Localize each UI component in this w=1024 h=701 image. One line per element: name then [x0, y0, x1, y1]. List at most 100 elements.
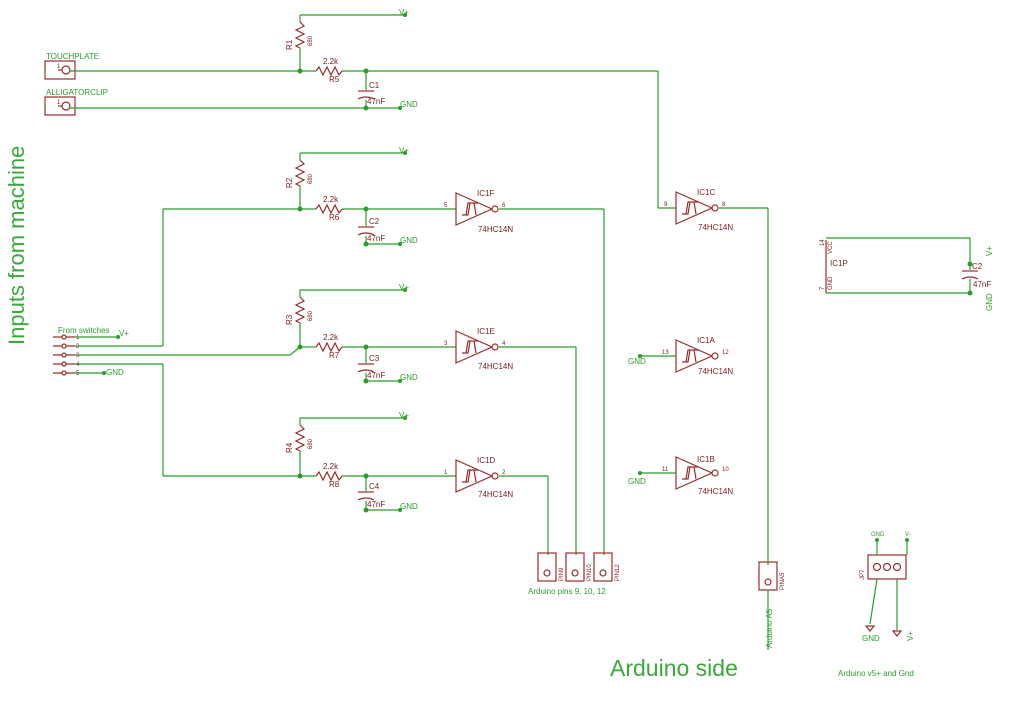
r4-resistor	[294, 424, 306, 452]
ic1f-inverter	[455, 192, 499, 226]
svg-text:74HC14N: 74HC14N	[698, 487, 733, 496]
gnd-label: GND	[400, 100, 418, 109]
r1-resistor	[294, 21, 306, 49]
r1-label: R1	[285, 39, 294, 50]
svg-text:12: 12	[722, 350, 729, 356]
svg-text:C2: C2	[972, 262, 983, 271]
svg-text:14: 14	[820, 239, 826, 246]
svg-text:2: 2	[76, 344, 80, 350]
c3-label: C3	[369, 354, 380, 363]
from-switches-label: From switches	[58, 326, 110, 335]
ic1d-label: IC1D	[477, 456, 495, 465]
r3-resistor	[294, 296, 306, 324]
arduino-side-title: Arduino side	[610, 655, 738, 681]
alligatorclip-connector: 1 ALLIGATORCLIP	[44, 88, 108, 116]
svg-text:9: 9	[664, 202, 668, 208]
svg-text:V+: V+	[119, 329, 129, 338]
r5-resistor	[315, 65, 343, 77]
ic1b-label: IC1B	[697, 455, 715, 464]
ic1f-label: IC1F	[477, 189, 494, 198]
svg-text:6: 6	[502, 203, 506, 209]
svg-text:680: 680	[308, 35, 314, 46]
svg-text:V+: V+	[399, 411, 409, 420]
svg-text:1: 1	[76, 335, 80, 341]
svg-text:11: 11	[662, 467, 669, 473]
svg-text:680: 680	[308, 438, 314, 449]
r7-label: R7	[329, 351, 340, 360]
svg-text:VCC: VCC	[828, 241, 834, 254]
svg-text:680: 680	[308, 173, 314, 184]
r2-label: R2	[285, 177, 294, 188]
touchplate-connector: 1 TOUCHPLATE	[44, 52, 99, 80]
svg-text:GND: GND	[862, 634, 880, 643]
arduino-a5-label: Arduino A5	[765, 608, 774, 648]
svg-text:3: 3	[444, 341, 448, 347]
section-switch-3: V+ GND R4 680 2.2k R8 C4 47nF IC1D 74HC1…	[163, 411, 549, 555]
svg-text:4: 4	[502, 341, 506, 347]
r3-label: R3	[285, 314, 294, 325]
c2-capacitor	[357, 226, 375, 236]
r7-resistor	[315, 341, 343, 353]
svg-text:13: 13	[662, 350, 669, 356]
svg-text:74HC14N: 74HC14N	[478, 362, 513, 371]
svg-text:GND: GND	[400, 502, 418, 511]
svg-text:47nF: 47nF	[367, 371, 385, 380]
c2-label: C2	[369, 217, 380, 226]
svg-text:2: 2	[502, 470, 506, 476]
svg-text:PIN12: PIN12	[615, 564, 621, 581]
c4-label: C4	[369, 482, 380, 491]
svg-text:3: 3	[76, 353, 80, 359]
svg-text:1: 1	[57, 64, 61, 70]
arduino-pins-connector: PIN9 PIN10 PIN12 Arduino pins 9, 10, 12	[528, 552, 621, 596]
section-switch-2: V+ GND R3 680 2.2k R7 C3 47nF IC1E 74HC1…	[285, 283, 577, 555]
svg-text:PIN9: PIN9	[559, 567, 565, 581]
r5-label: R5	[329, 75, 340, 84]
svg-text:74HC14N: 74HC14N	[698, 223, 733, 232]
c4-capacitor	[357, 491, 375, 501]
svg-text:74HC14N: 74HC14N	[478, 225, 513, 234]
jp7-connector: JP7 GND V- GND V+ Arduino v5+ and Gnd	[838, 532, 915, 678]
svg-text:GND: GND	[628, 477, 646, 486]
r8-label: R8	[329, 480, 340, 489]
svg-text:V+: V+	[399, 283, 409, 292]
ic1c-inverter	[675, 191, 719, 225]
svg-text:1: 1	[444, 470, 448, 476]
svg-text:5: 5	[444, 203, 448, 209]
svg-text:2.2k: 2.2k	[323, 57, 339, 66]
svg-text:4: 4	[76, 362, 80, 368]
svg-text:GND: GND	[400, 373, 418, 382]
r6-resistor	[315, 203, 343, 215]
section-switch-1: V+ GND R2 680 2.2k R6 C2 47nF IC1F 74HC1…	[163, 146, 605, 555]
svg-text:1: 1	[57, 100, 61, 106]
svg-text:74HC14N: 74HC14N	[698, 367, 733, 376]
svg-text:47nF: 47nF	[367, 500, 385, 509]
ic1e-label: IC1E	[477, 327, 495, 336]
svg-text:GND: GND	[106, 368, 124, 377]
r4-label: R4	[285, 442, 294, 453]
arduino-v5-gnd-label: Arduino v5+ and Gnd	[838, 669, 914, 678]
c1-capacitor	[357, 90, 375, 100]
svg-text:2.2k: 2.2k	[323, 462, 339, 471]
svg-text:8: 8	[722, 202, 726, 208]
svg-text:GND: GND	[828, 276, 834, 290]
svg-text:GND: GND	[628, 357, 646, 366]
ic1a-label: IC1A	[697, 336, 715, 345]
ic1p-power: 14 VCC 7 GND IC1P C2 47nF V+ GND	[820, 237, 994, 311]
svg-text:47nF: 47nF	[367, 234, 385, 243]
svg-text:V+: V+	[399, 146, 409, 155]
touchplate-label: TOUCHPLATE	[46, 52, 99, 61]
svg-text:V+: V+	[985, 246, 994, 256]
r6-label: R6	[329, 213, 340, 222]
r8-resistor	[315, 470, 343, 482]
svg-text:74HC14N: 74HC14N	[478, 490, 513, 499]
ic1d-inverter	[455, 459, 499, 493]
svg-text:JP7: JP7	[860, 569, 866, 580]
alligatorclip-label: ALLIGATORCLIP	[46, 88, 108, 97]
arduino-pins-label: Arduino pins 9, 10, 12	[528, 587, 606, 596]
section-touchplate: V+ GND R1 680 2.2k R5 C1 47nF	[70, 8, 676, 209]
r2-resistor	[294, 159, 306, 187]
svg-text:5: 5	[76, 371, 80, 377]
svg-text:V+: V+	[906, 631, 915, 641]
ic1p-label: IC1P	[830, 259, 848, 268]
